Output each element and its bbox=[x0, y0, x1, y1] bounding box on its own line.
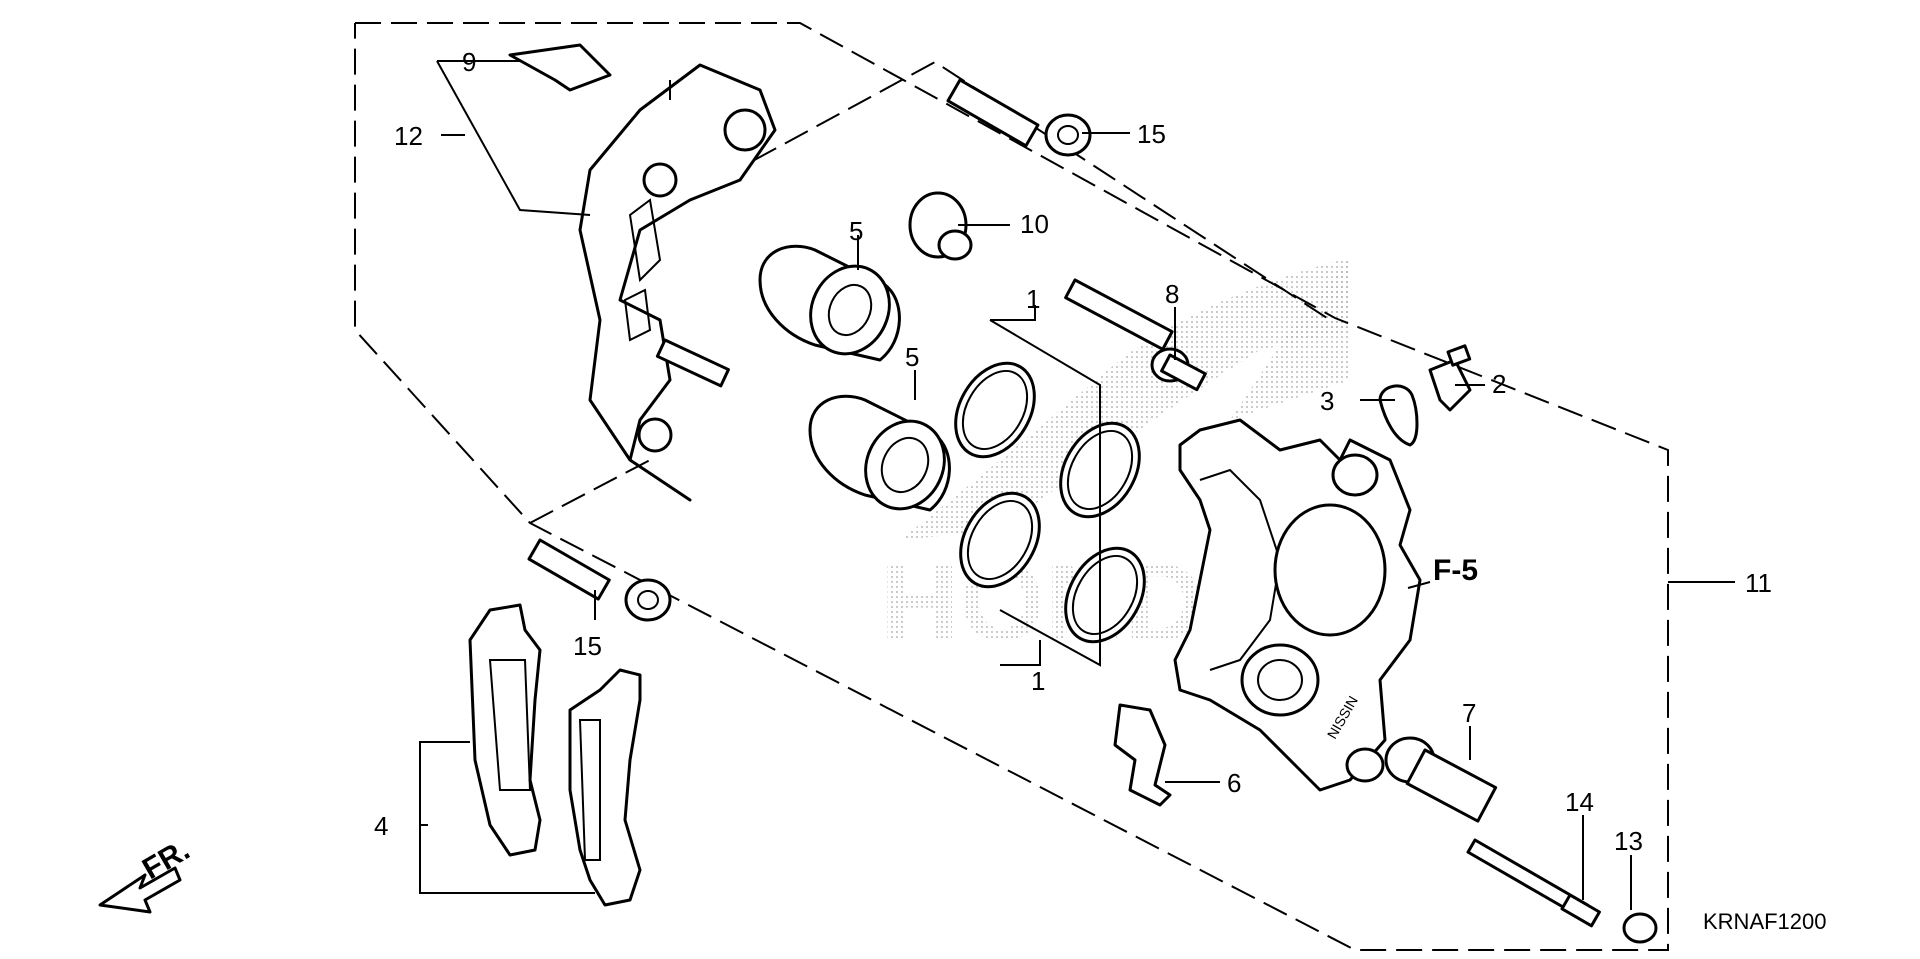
slide-pin-bolt bbox=[1384, 736, 1498, 823]
mounting-bolt-upper bbox=[946, 78, 1092, 157]
callout-4: 4 bbox=[374, 811, 388, 841]
leader-lines bbox=[419, 60, 1735, 910]
callout-14: 14 bbox=[1565, 787, 1594, 817]
callout-1-upper: 1 bbox=[1026, 284, 1040, 314]
pin-boot bbox=[908, 191, 973, 261]
callout-2: 2 bbox=[1492, 369, 1506, 399]
pad-pin bbox=[1466, 838, 1601, 928]
caliper-pin bbox=[1064, 278, 1207, 392]
reference-f5: F-5 bbox=[1433, 554, 1478, 587]
brake-pad-front bbox=[468, 603, 542, 857]
callout-5-upper: 5 bbox=[849, 216, 863, 246]
pad-pin-plug bbox=[1622, 912, 1658, 944]
caliper-body: NISSIN bbox=[1173, 418, 1422, 792]
piston-upper bbox=[758, 244, 901, 362]
piston-seals bbox=[954, 319, 1146, 667]
callout-1-lower: 1 bbox=[1031, 666, 1045, 696]
bleed-valve-cap bbox=[1378, 384, 1419, 447]
callout-7: 9 bbox=[462, 47, 476, 77]
front-direction-label: FR. bbox=[137, 833, 195, 886]
callout-5-lower: 5 bbox=[905, 342, 919, 372]
callout-8: 8 bbox=[1165, 279, 1179, 309]
assembly-outline bbox=[354, 22, 1669, 951]
brake-pad-rear bbox=[568, 668, 642, 907]
callout-10: 10 bbox=[1020, 209, 1049, 239]
diagram-code: KRNAF1200 bbox=[1703, 909, 1827, 934]
callout-15-upper: 15 bbox=[1137, 119, 1166, 149]
honda-wing-logo bbox=[900, 258, 1350, 540]
callout-11: 11 bbox=[1745, 568, 1772, 598]
callout-12: 12 bbox=[394, 121, 423, 151]
callout-9: 7 bbox=[1462, 698, 1476, 728]
callout-15-lower: 15 bbox=[573, 631, 602, 661]
caliper-bracket bbox=[578, 63, 777, 502]
pad-spring bbox=[1113, 703, 1172, 807]
pad-spring-clip bbox=[508, 43, 612, 92]
callout-labels: 9 12 15 10 5 5 1 8 3 2 F-5 11 1 15 6 7 1… bbox=[374, 47, 1827, 934]
front-direction-arrow: FR. bbox=[98, 833, 195, 914]
piston-lower bbox=[808, 394, 951, 512]
callout-6: 6 bbox=[1227, 768, 1241, 798]
callout-3: 3 bbox=[1320, 386, 1334, 416]
mounting-bolt-lower bbox=[527, 538, 672, 622]
bleed-valve bbox=[1428, 344, 1472, 412]
callout-13: 13 bbox=[1614, 826, 1643, 856]
